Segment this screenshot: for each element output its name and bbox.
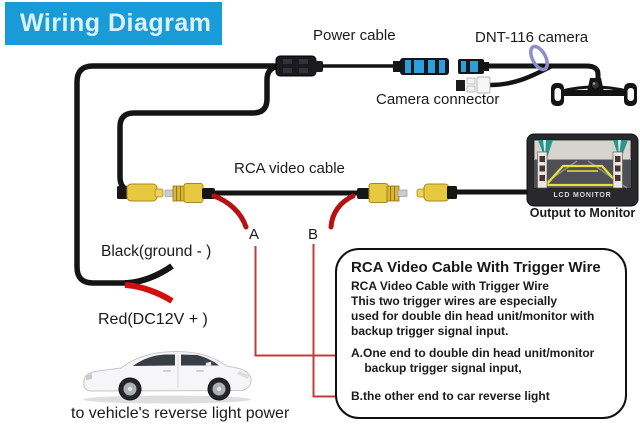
- camera-white-connector: [456, 76, 491, 94]
- leader-line-b: [312, 244, 336, 398]
- label-rca-video-cable: RCA video cable: [234, 160, 345, 177]
- label-power-cable: Power cable: [313, 27, 396, 44]
- label-camera-connector: Camera connector: [376, 91, 500, 108]
- trigger-wire-a: [211, 193, 249, 230]
- rca-male-plug-left: [164, 183, 215, 203]
- info-box-description: RCA Video Cable with Trigger Wire This t…: [351, 279, 595, 338]
- camera-connector-male: [458, 59, 489, 74]
- info-box-point-b: B.the other end to car reverse light: [351, 389, 550, 403]
- info-box-point-a: A.One end to double din head unit/monito…: [351, 346, 595, 375]
- rca-female-jack-right: [416, 183, 457, 202]
- power-cable-path: [74, 63, 282, 286]
- video-branch-cable: [117, 64, 279, 194]
- label-trigger-a: A: [249, 226, 260, 243]
- label-output-to-monitor: Output to Monitor: [529, 206, 636, 220]
- title-banner: Wiring Diagram: [5, 2, 222, 45]
- power-wire-red: [124, 282, 174, 304]
- car-illustration: [83, 350, 252, 404]
- cable-loop: [529, 44, 549, 72]
- rca-male-plug-right: [357, 183, 408, 203]
- car-taillight: [86, 373, 92, 380]
- rca-female-jack-left: [117, 183, 164, 202]
- label-black-ground: Black(ground - ): [101, 243, 212, 260]
- ground-wire-black: [124, 263, 174, 286]
- power-inline-connector: [275, 55, 323, 77]
- screen-flag-left: [538, 140, 553, 161]
- label-lcd-monitor: LCD MONITOR: [553, 192, 612, 199]
- label-reverse-light: to vehicle's reverse light power: [71, 405, 290, 422]
- lcd-monitor: [526, 133, 639, 207]
- leader-line-a: [254, 246, 336, 357]
- parking-guide-lines: [543, 164, 622, 187]
- info-box-title: RCA Video Cable With Trigger Wire: [351, 259, 601, 276]
- label-dnt116-camera: DNT-116 camera: [475, 29, 589, 46]
- camera-connector-female: [393, 58, 449, 75]
- trigger-wire-info-box: RCA Video Cable With Trigger Wire RCA Vi…: [335, 248, 627, 419]
- backup-camera: [551, 78, 637, 106]
- trigger-wire-b: [328, 193, 356, 230]
- camera-cable: [485, 63, 601, 83]
- power-cable-harness: [74, 63, 282, 304]
- label-trigger-b: B: [308, 226, 319, 243]
- car-rear-window: [133, 354, 175, 366]
- label-red-power: Red(DC12V + ): [98, 311, 208, 328]
- car-headlight: [237, 371, 249, 379]
- screen-flag-right: [613, 140, 628, 161]
- page-title: Wiring Diagram: [20, 9, 212, 37]
- camera-lens: [591, 80, 600, 90]
